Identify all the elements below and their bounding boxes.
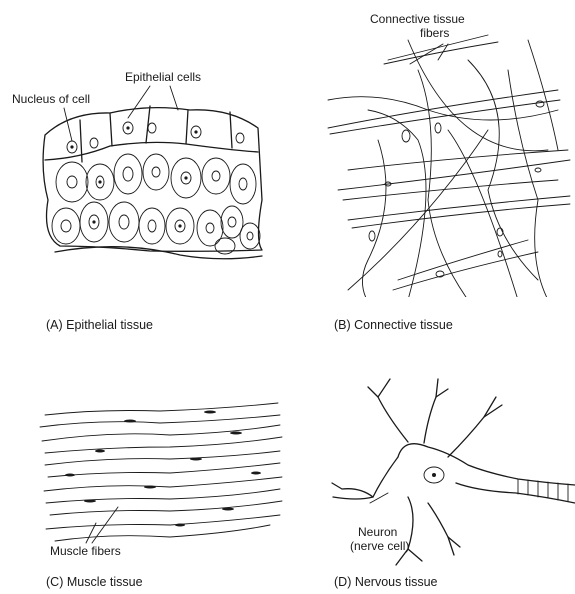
connective-cells: [369, 101, 544, 277]
caption-nervous: (D) Nervous tissue: [334, 575, 438, 589]
epithelial-cells: [52, 154, 260, 254]
label-connective-tissue: Connective tissue: [370, 12, 465, 26]
neuron-leader-line: [370, 493, 388, 503]
epithelial-nuclei: [61, 122, 253, 240]
epithelial-drawing: [0, 0, 287, 297]
label-neuron: Neuron: [358, 525, 397, 539]
label-nerve-cell: (nerve cell): [350, 539, 409, 553]
label-epithelial-cells: Epithelial cells: [125, 70, 201, 84]
panel-nervous: Neuron (nerve cell) (D) Nervous tissue: [288, 297, 575, 594]
nucleus-dots: [70, 126, 197, 227]
connective-leader-lines: [410, 44, 448, 64]
muscle-drawing: [0, 297, 287, 594]
label-nucleus-of-cell: Nucleus of cell: [12, 92, 90, 106]
panel-connective: Connective tissue fibers (B) Connective …: [288, 0, 575, 297]
panel-muscle: Muscle fibers (C) Muscle tissue: [0, 297, 287, 594]
muscle-fibers-lines: [40, 403, 282, 541]
panel-epithelial: Nucleus of cell Epithelial cells (A) Epi…: [0, 0, 287, 297]
connective-fibers: [328, 35, 570, 297]
nervous-drawing: [288, 297, 575, 594]
nucleolus: [432, 473, 436, 477]
connective-drawing: [288, 0, 575, 297]
label-fibers: fibers: [420, 26, 449, 40]
label-muscle-fibers: Muscle fibers: [50, 544, 121, 558]
caption-muscle: (C) Muscle tissue: [46, 575, 143, 589]
